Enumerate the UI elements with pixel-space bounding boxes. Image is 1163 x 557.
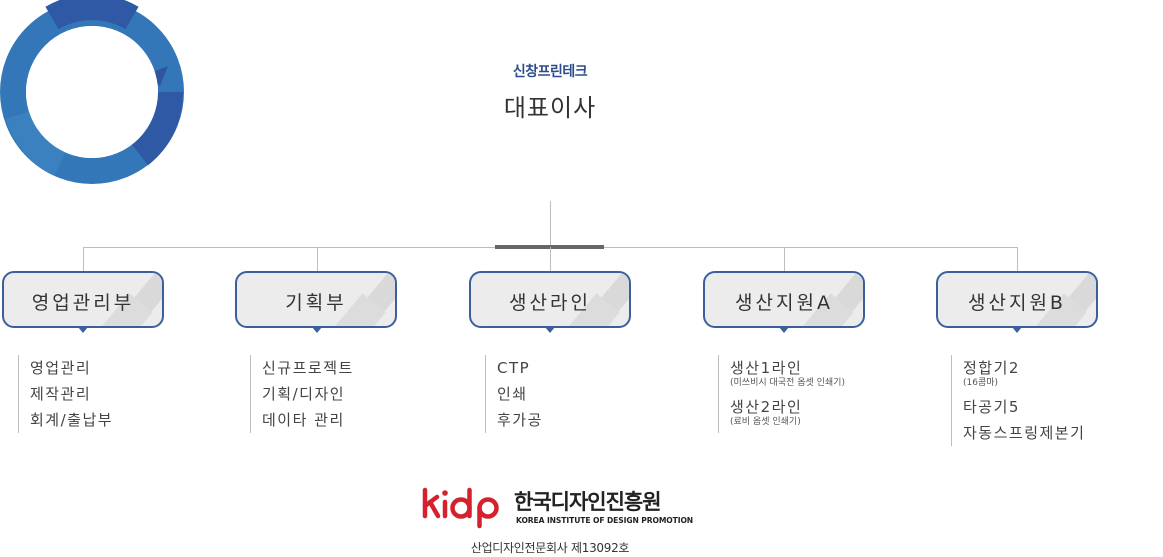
dept-pointer xyxy=(779,327,789,333)
dept-pointer xyxy=(545,327,555,333)
sub-list-planning: 신규프로젝트 기획/디자인 데이타 관리 xyxy=(250,355,354,433)
list-item-note: (료비 옵셋 인쇄기) xyxy=(730,417,801,427)
list-item-note: (16콤마) xyxy=(963,378,999,388)
dept-box-production-support-a: 생산지원A xyxy=(703,271,865,328)
list-item: CTP xyxy=(497,359,531,377)
list-item-note: (미쓰비시 대국전 옵셋 인쇄기) xyxy=(730,378,845,388)
sub-list-production-support-a: 생산1라인 (미쓰비시 대국전 옵셋 인쇄기) 생산2라인 (료비 옵셋 인쇄기… xyxy=(718,355,845,433)
drop-line-3 xyxy=(550,247,551,271)
drop-line-2 xyxy=(317,247,318,271)
list-item: 자동스프링제본기 xyxy=(963,424,1086,442)
dept-box-sales: 영업관리부 xyxy=(2,271,164,328)
list-item: 후가공 xyxy=(497,411,543,429)
dept-box-planning: 기획부 xyxy=(235,271,397,328)
list-item: 영업관리 xyxy=(30,359,92,377)
registration-text: 산업디자인전문회사 제13092호 xyxy=(470,541,630,555)
list-item: 생산1라인 xyxy=(730,359,803,377)
dept-pointer xyxy=(312,327,322,333)
list-item: 회계/출납부 xyxy=(30,411,114,429)
list-item: 신규프로젝트 xyxy=(262,359,354,377)
kidp-logo xyxy=(422,487,499,529)
trunk-line xyxy=(550,201,551,247)
dept-pointer xyxy=(1012,327,1022,333)
dept-label: 생산라인 xyxy=(509,292,591,314)
list-item: 생산2라인 xyxy=(730,398,803,416)
company-name: 신창프린테크 xyxy=(512,64,588,80)
drop-line-1 xyxy=(83,247,84,271)
dept-box-production-line: 생산라인 xyxy=(469,271,631,328)
list-item: 기획/디자인 xyxy=(262,385,346,403)
drop-line-4 xyxy=(784,247,785,271)
list-item: 제작관리 xyxy=(30,385,92,403)
ceo-title: 대표이사 xyxy=(503,94,597,122)
list-item: 정합기2 xyxy=(963,359,1020,377)
dept-label: 생산지원B xyxy=(968,292,1066,314)
dept-label: 생산지원A xyxy=(735,292,833,314)
dept-label: 기획부 xyxy=(285,292,347,314)
ceo-circle xyxy=(0,0,184,184)
sub-list-sales: 영업관리 제작관리 회계/출납부 xyxy=(18,355,113,433)
org-name-english: KOREA INSTITUTE OF DESIGN PROMOTION xyxy=(516,516,694,525)
list-item: 타공기5 xyxy=(963,398,1020,416)
sub-list-production-line: CTP 인쇄 후가공 xyxy=(485,355,543,433)
drop-line-5 xyxy=(1017,247,1018,271)
dept-box-production-support-b: 생산지원B xyxy=(936,271,1098,328)
dept-label: 영업관리부 xyxy=(31,292,135,314)
dept-pointer xyxy=(78,327,88,333)
list-item: 데이타 관리 xyxy=(262,411,345,429)
sub-list-production-support-b: 정합기2 (16콤마) 타공기5 자동스프링제본기 xyxy=(951,355,1085,446)
org-name: 한국디자인진흥원 xyxy=(514,490,662,514)
list-item: 인쇄 xyxy=(497,385,528,403)
center-bar xyxy=(495,245,604,249)
